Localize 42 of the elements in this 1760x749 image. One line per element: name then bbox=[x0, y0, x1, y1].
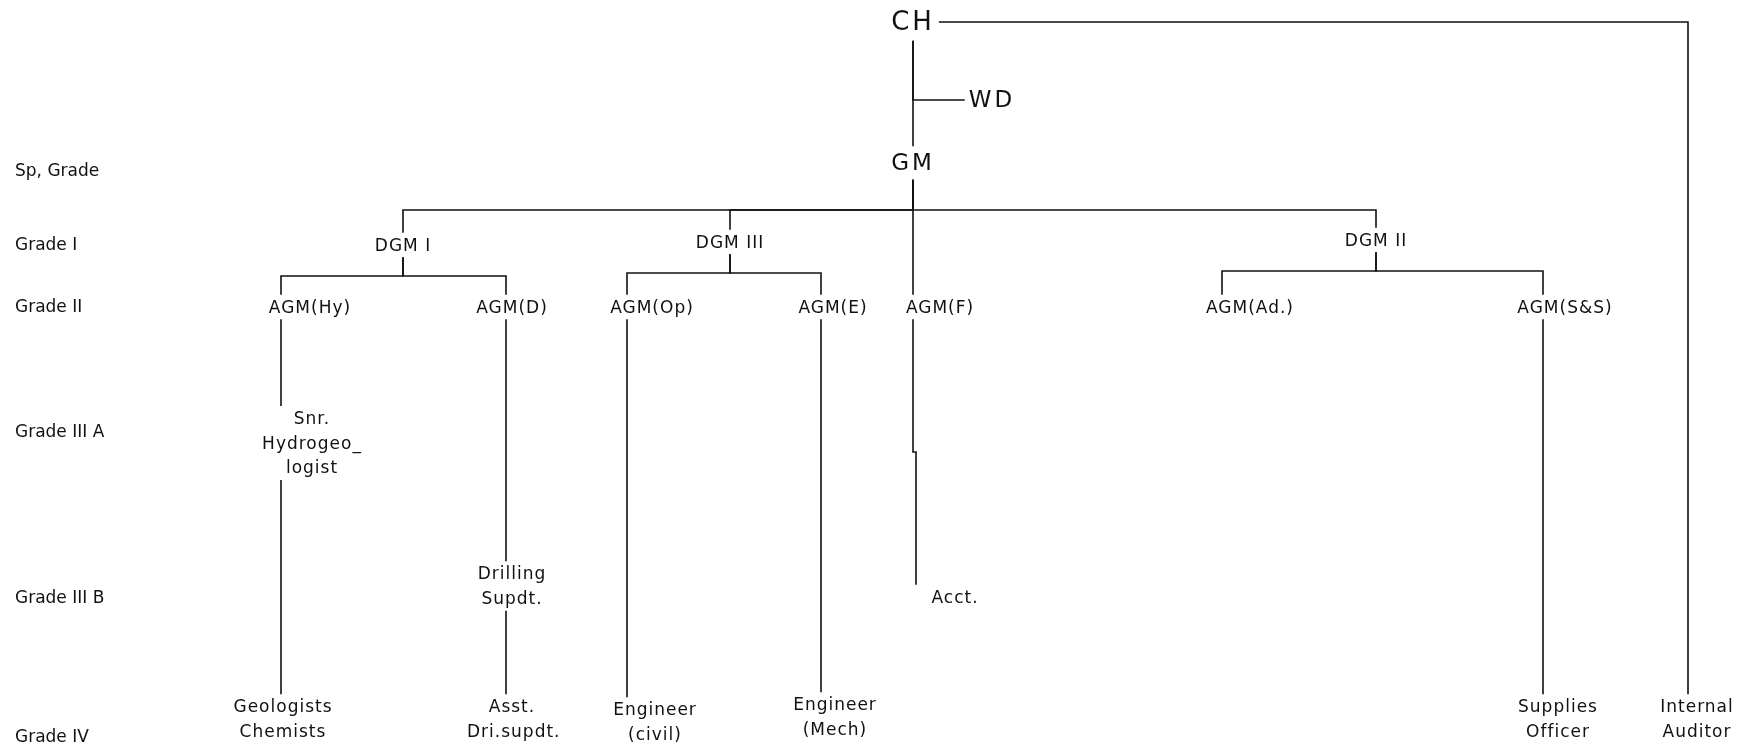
position-title: Supplies Officer bbox=[1513, 694, 1603, 744]
position-title: Drilling Supdt. bbox=[467, 561, 557, 611]
connector-line bbox=[1375, 251, 1544, 296]
position-title: DGM III bbox=[695, 229, 765, 255]
grade-label: Grade I bbox=[15, 233, 78, 257]
grade-label: Grade IV bbox=[15, 725, 89, 749]
grade-label: Grade III B bbox=[15, 586, 105, 610]
position-title: AGM(Ad.) bbox=[1206, 294, 1294, 320]
position-title: AGM(D) bbox=[476, 294, 548, 320]
position-title: Internal Auditor bbox=[1652, 694, 1742, 744]
connector-line bbox=[912, 40, 966, 101]
connector-line bbox=[280, 479, 282, 696]
position-title: AGM(S&S) bbox=[1517, 294, 1613, 320]
position-title: GM bbox=[891, 146, 935, 180]
grade-label: Grade III A bbox=[15, 420, 105, 444]
connector-line bbox=[626, 318, 628, 699]
position-title: AGM(Hy) bbox=[268, 294, 352, 320]
connector-line bbox=[280, 318, 282, 407]
connector-line bbox=[912, 178, 914, 296]
position-title: DGM I bbox=[374, 232, 432, 258]
position-title: AGM(F) bbox=[905, 294, 975, 320]
connector-line bbox=[402, 256, 507, 296]
position-title: AGM(E) bbox=[798, 294, 868, 320]
position-title: Snr. Hydrogeo_ logist bbox=[242, 406, 382, 480]
position-title: WD bbox=[968, 83, 1016, 117]
position-title: Engineer (civil) bbox=[610, 697, 700, 747]
connector-line bbox=[820, 318, 822, 694]
grade-label: Sp, Grade bbox=[15, 159, 100, 183]
connector-line bbox=[1542, 318, 1544, 696]
connector-line bbox=[912, 318, 917, 586]
connector-line bbox=[729, 253, 822, 296]
connector-line bbox=[505, 318, 507, 563]
position-title: Engineer (Mech) bbox=[790, 692, 880, 742]
connector-line bbox=[505, 609, 507, 696]
connector-line bbox=[938, 21, 1689, 696]
grade-label: Grade II bbox=[15, 295, 83, 319]
position-title: DGM II bbox=[1344, 227, 1408, 253]
position-title: Acct. bbox=[931, 584, 979, 610]
position-title: CH bbox=[891, 3, 935, 41]
position-title: Geologists Chemists bbox=[233, 694, 333, 744]
position-title: Asst. Dri.supdt. bbox=[467, 694, 557, 744]
position-title: AGM(Op) bbox=[610, 294, 694, 320]
